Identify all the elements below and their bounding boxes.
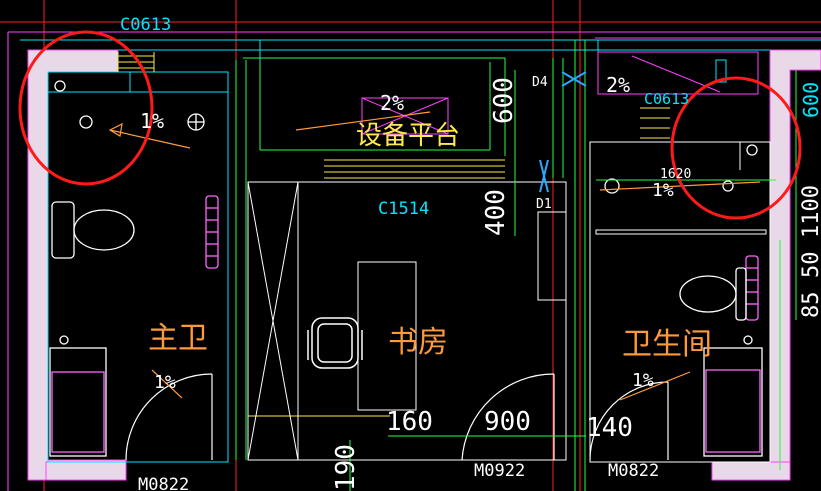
room-master-bath: 主卫 [148,321,208,356]
interior-walls [235,40,781,491]
dim-900: 900 [484,407,531,437]
study-outline [247,181,567,461]
dim-1620: 1620 [660,167,691,182]
slope-top-right-platform: 2% [606,73,630,97]
room-study: 书房 [388,325,448,360]
top-cyan-lines [20,39,821,62]
master-bath-outline [47,71,229,463]
door-d1: D1 [536,197,552,212]
dim-right-85: 85 [799,292,821,319]
highlight-circle-right [670,76,802,220]
room-equipment-platform: 设备平台 [356,121,460,151]
dim-right-1100: 1100 [799,185,821,238]
slope-equipment-platform: 2% [380,91,404,115]
highlight-circles [18,30,802,220]
slope-arrows [108,111,761,401]
master-bath-fixtures [49,80,205,457]
yellow-lines [117,52,670,417]
door-m0922: M0922 [474,461,525,481]
highlight-circle-left [18,30,154,186]
slope-master-bath-lower: 1% [154,372,176,393]
towel-rail-left [205,195,219,269]
towel-rail-right [745,255,759,321]
dim-190: 190 [331,444,361,491]
dim-right-50: 50 [799,252,821,279]
outer-boundary-lines [7,31,821,491]
door-d4: D4 [532,75,548,90]
dim-160: 160 [386,407,433,437]
slope-bathroom: 1% [652,180,674,201]
chair-icon [307,317,363,369]
door-symbols [539,71,587,193]
dim-right-600: 600 [799,82,821,118]
window-c1514: C1514 [378,199,429,219]
room-bathroom: 卫生间 [622,327,712,362]
door-m0822-left: M0822 [138,475,189,491]
door-swings [125,373,669,461]
slope-master-bath: 1% [140,109,164,133]
bathroom-outline [589,141,771,463]
dim-400: 400 [481,189,511,236]
dimension-lines [349,70,797,491]
dim-140: 140 [586,413,633,443]
window-c0613-right: C0613 [644,90,689,108]
slope-bathroom-lower: 1% [632,370,654,391]
window-c0613-top: C0613 [120,15,171,35]
door-m0822-right: M0822 [608,461,659,481]
equipment-platform [361,97,449,135]
bathroom-fixtures [604,144,763,457]
dim-600: 600 [489,77,519,124]
